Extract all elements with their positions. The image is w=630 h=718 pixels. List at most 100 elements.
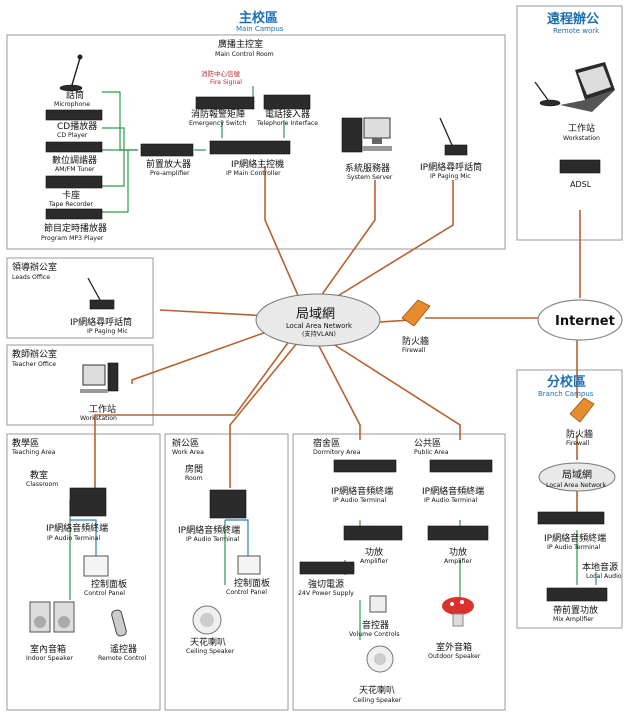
preamp-icon (140, 143, 194, 157)
fire-signal-label: 消防中心信號 (201, 69, 241, 78)
teaching-area-box (6, 433, 161, 711)
server-label: 系統服務器 (345, 162, 390, 174)
branch-lan-label: 局域網 (562, 468, 592, 481)
local-audio-label: 本地音源 (582, 561, 618, 573)
leads-office-title-en: Leads Office (12, 274, 50, 281)
leads-office-box (6, 257, 154, 339)
preamp-label: 前置放大器 (146, 158, 191, 170)
mp3-player-icon (45, 208, 103, 220)
classroom-terminal-icon (69, 487, 107, 517)
public-terminal-icon (429, 459, 493, 473)
mix-amp-label-en: Mix Amplifier (553, 616, 594, 623)
teacher-office-title: 教師辦公室 (12, 348, 57, 360)
indoor-speaker-label-en: Indoor Speaker (26, 655, 73, 662)
telephone-label: 電話接入器 (265, 108, 310, 120)
server-label-en: System Server (347, 174, 393, 181)
firewall-main-label: 防火牆 (402, 335, 429, 347)
remote-work-box (516, 5, 623, 241)
mp3-label: 節目定時播放器 (44, 222, 107, 234)
volume-control-icon (369, 595, 387, 613)
power-supply-label: 強切電源 (308, 578, 344, 590)
tuner-icon (45, 141, 103, 153)
paging-mic-leads-icon (87, 277, 115, 310)
server-icon (341, 117, 392, 153)
branch-firewall-label-en: Firewall (566, 440, 590, 447)
public-amp-label: 功放 (449, 546, 467, 558)
public-area-title-en: Public Area (414, 449, 449, 456)
remote-workstation-label: 工作站 (568, 122, 595, 134)
outdoor-speaker-label: 室外音箱 (436, 641, 472, 653)
teacher-workstation-label: 工作站 (89, 403, 116, 415)
adsl-label: ADSL (570, 180, 592, 189)
dorm-speaker-label: 天花喇叭 (359, 684, 395, 696)
room-terminal-label-en: IP Audio Terminal (186, 536, 240, 543)
room-panel-icon (237, 555, 261, 575)
cd-player-icon (45, 109, 103, 121)
volume-label-en: Volume Controls (349, 631, 400, 638)
tape-label: 卡座 (62, 189, 80, 201)
main-campus-box (6, 34, 506, 250)
firewall-branch-icon (569, 397, 595, 423)
branch-terminal-label: IP網絡音頻終端 (544, 532, 606, 544)
local-audio-label-en: Local Audio (586, 573, 622, 580)
room-label: 房間 (185, 463, 203, 475)
remote-control-icon (111, 609, 127, 637)
indoor-speaker-icon (29, 601, 75, 633)
teacher-workstation-label-en: Workstation (80, 415, 117, 422)
classroom-panel-icon (83, 555, 109, 577)
lan-cloud-icon (255, 293, 381, 347)
cd-player-label-en: CD Player (57, 132, 88, 139)
dorm-area-title: 宿舍區 (313, 437, 340, 449)
emergency-label: 消防報警矩陣 (191, 108, 245, 120)
dorm-ceiling-speaker-icon (366, 645, 394, 673)
tuner-label-en: AM/FM Tuner (55, 166, 95, 173)
room-speaker-label-en: Ceiling Speaker (186, 648, 235, 655)
room-speaker-label: 天花喇叭 (190, 636, 226, 648)
lan-label: 局域網 (296, 307, 335, 322)
work-area-title: 辦公區 (172, 437, 199, 449)
room-panel-label: 控制面板 (234, 577, 270, 589)
paging-main-label: IP網絡尋呼話筒 (420, 161, 482, 173)
ip-main-controller-icon (209, 140, 291, 155)
internet-label: Internet (555, 314, 615, 329)
public-terminal-label: IP網絡音頻終端 (422, 485, 484, 497)
remote-work-title: 遠程辦公 (547, 11, 599, 27)
mix-amp-icon (546, 587, 608, 602)
public-amp-icon (427, 525, 489, 541)
teacher-office-title-en: Teacher Office (11, 361, 56, 368)
paging-leads-label: IP網絡尋呼話筒 (70, 316, 132, 328)
public-area-title: 公共區 (414, 438, 441, 449)
outdoor-speaker-label-en: Outdoor Speaker (428, 653, 481, 660)
teacher-workstation-icon (80, 362, 119, 393)
classroom-terminal-label: IP網絡音頻終端 (46, 522, 108, 534)
paging-mic-main-icon (439, 117, 468, 156)
classroom-label-en: Classroom (26, 481, 58, 488)
branch-terminal-icon (537, 511, 605, 525)
teacher-office-box (6, 344, 154, 426)
cd-player-label: CD播放器 (57, 120, 97, 132)
dorm-amp-icon (343, 525, 403, 541)
classroom-panel-label: 控制面板 (91, 578, 127, 590)
public-terminal-label-en: IP Audio Terminal (424, 497, 478, 504)
emergency-label-en: Emergency Switch (189, 120, 246, 127)
room-panel-label-en: Control Panel (226, 589, 267, 596)
work-area-title-en: Work Area (172, 449, 204, 456)
power-supply-icon (299, 561, 355, 575)
branch-campus-title: 分校區 (547, 374, 586, 390)
work-area-box (164, 433, 289, 711)
emergency-switch-icon (195, 96, 255, 110)
outdoor-speaker-icon (442, 597, 474, 627)
leads-office-title: 領導辦公室 (12, 261, 57, 273)
dorm-terminal-icon (333, 459, 397, 473)
dorm-terminal-label-en: IP Audio Terminal (333, 497, 387, 504)
dorm-amp-label: 功放 (365, 546, 383, 558)
ip-main-label-en: IP Main Controller (226, 170, 281, 177)
lan-note: (支持VLAN) (302, 330, 336, 338)
classroom-label: 教室 (30, 469, 48, 481)
dorm-public-box (292, 433, 506, 711)
paging-leads-label-en: IP Paging Mic (87, 328, 128, 335)
preamp-label-en: Pre-amplifier (150, 170, 190, 177)
remote-workstation-label-en: Workstation (563, 135, 600, 142)
branch-lan-label-en: Local Area Network (546, 482, 606, 489)
main-campus-subtitle: Main Campus (236, 25, 284, 33)
